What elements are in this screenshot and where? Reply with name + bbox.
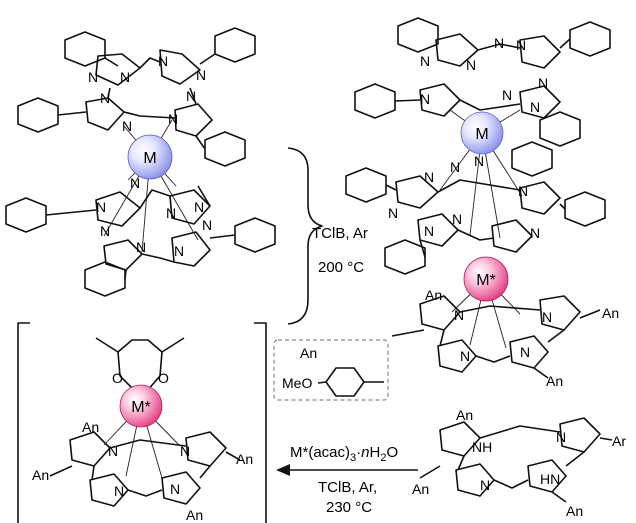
anthryl-group: An bbox=[602, 305, 619, 321]
atom-n: N bbox=[136, 239, 146, 255]
metal-sphere bbox=[127, 134, 173, 180]
atom-n: N bbox=[174, 243, 184, 259]
inset-an-label: An bbox=[300, 345, 317, 361]
atom-nh: NH bbox=[472, 439, 492, 455]
metal-sphere bbox=[460, 111, 504, 155]
atom-n: N bbox=[420, 91, 430, 107]
middle-phthalocyanine bbox=[345, 141, 606, 275]
atom-n: N bbox=[466, 57, 476, 73]
anthryl-group: An bbox=[186, 507, 203, 523]
atom-n: N bbox=[100, 90, 110, 106]
atom-n: N bbox=[454, 307, 464, 323]
upper-phthalocyanine bbox=[17, 27, 256, 167]
atom-n: N bbox=[420, 53, 430, 69]
atom-o: O bbox=[158, 370, 169, 386]
atom-n: N bbox=[166, 205, 176, 221]
atom-n: N bbox=[460, 348, 470, 364]
step1-reagent: TClB, Ar bbox=[312, 225, 368, 242]
atom-n: N bbox=[530, 99, 540, 115]
methoxy-label: MeO bbox=[282, 375, 312, 391]
metal-label: M bbox=[143, 150, 156, 167]
anthryl-group: An bbox=[566, 503, 583, 519]
atom-n: N bbox=[122, 118, 132, 134]
anthryl-definition-inset: An MeO bbox=[273, 339, 389, 401]
atom-n: N bbox=[530, 225, 540, 241]
atom-n: N bbox=[388, 205, 398, 221]
atom-n: N bbox=[424, 223, 434, 239]
acac-ligand bbox=[95, 337, 185, 393]
anthryl-group: An bbox=[82, 419, 99, 435]
atom-n: N bbox=[502, 87, 512, 103]
atom-n: N bbox=[108, 443, 118, 459]
anthryl-group: An bbox=[412, 481, 429, 497]
atom-n: N bbox=[518, 183, 528, 199]
lanthanide-label: M* bbox=[476, 272, 496, 289]
metal-label: M bbox=[475, 126, 488, 143]
atom-n: N bbox=[516, 37, 526, 53]
lanthanide-sphere bbox=[119, 384, 163, 428]
bracketed-product: O O N N N N An An An An M* bbox=[17, 322, 267, 523]
atom-n: N bbox=[158, 53, 168, 69]
atom-n: N bbox=[180, 443, 190, 459]
atom-n: N bbox=[474, 153, 484, 169]
atom-n: N bbox=[542, 309, 552, 325]
atom-n: N bbox=[520, 344, 530, 360]
atom-n: N bbox=[130, 175, 140, 191]
lanthanide-label: M* bbox=[131, 399, 151, 416]
atom-n: N bbox=[538, 75, 548, 91]
atom-n: N bbox=[186, 88, 196, 104]
top-phthalocyanine bbox=[354, 17, 611, 147]
atom-n: N bbox=[120, 69, 130, 85]
atom-n: N bbox=[450, 159, 460, 175]
atom-n: N bbox=[96, 199, 106, 215]
free-base-porphyrin: NH N N HN An Ar An An bbox=[412, 407, 626, 519]
atom-n: N bbox=[168, 111, 178, 127]
step1-temperature: 200 °C bbox=[318, 259, 364, 276]
atom-n: N bbox=[202, 217, 212, 233]
anthryl-group: An bbox=[236, 451, 253, 467]
step2-temperature: 230 °C bbox=[326, 499, 372, 516]
atom-n: N bbox=[194, 199, 204, 215]
atom-hn: HN bbox=[540, 471, 560, 487]
atom-n: N bbox=[196, 67, 206, 83]
step2-solvent: TClB, Ar, bbox=[318, 479, 377, 496]
reaction-brace bbox=[287, 147, 323, 325]
anthryl-group: An bbox=[32, 467, 49, 483]
atom-n: N bbox=[88, 69, 98, 85]
double-decker-complex: N N N N N N N N bbox=[5, 27, 276, 297]
aryl-group: Ar bbox=[612, 433, 626, 449]
atom-o: O bbox=[112, 370, 123, 386]
lanthanide-sphere bbox=[463, 256, 509, 302]
atom-n: N bbox=[480, 477, 490, 493]
atom-n: N bbox=[114, 483, 124, 499]
atom-n: N bbox=[494, 35, 504, 51]
reaction-arrow bbox=[276, 464, 418, 476]
atom-n: N bbox=[452, 211, 462, 227]
atom-n: N bbox=[100, 223, 110, 239]
anthryl-group: An bbox=[546, 373, 563, 389]
lower-phthalocyanine bbox=[5, 185, 276, 297]
anthryl-group: An bbox=[456, 407, 473, 423]
anthryl-group: An bbox=[425, 287, 442, 303]
product-porphyrin bbox=[49, 431, 241, 507]
porphyrin-deck bbox=[391, 295, 601, 379]
atom-n: N bbox=[556, 429, 566, 445]
anisyl-ring bbox=[325, 367, 365, 397]
atom-n: N bbox=[170, 481, 180, 497]
atom-n: N bbox=[424, 169, 434, 185]
triple-decker-complex: N N N N N N N N bbox=[345, 17, 619, 389]
step2-reagent: M*(acac)3·nH2O bbox=[290, 444, 398, 464]
